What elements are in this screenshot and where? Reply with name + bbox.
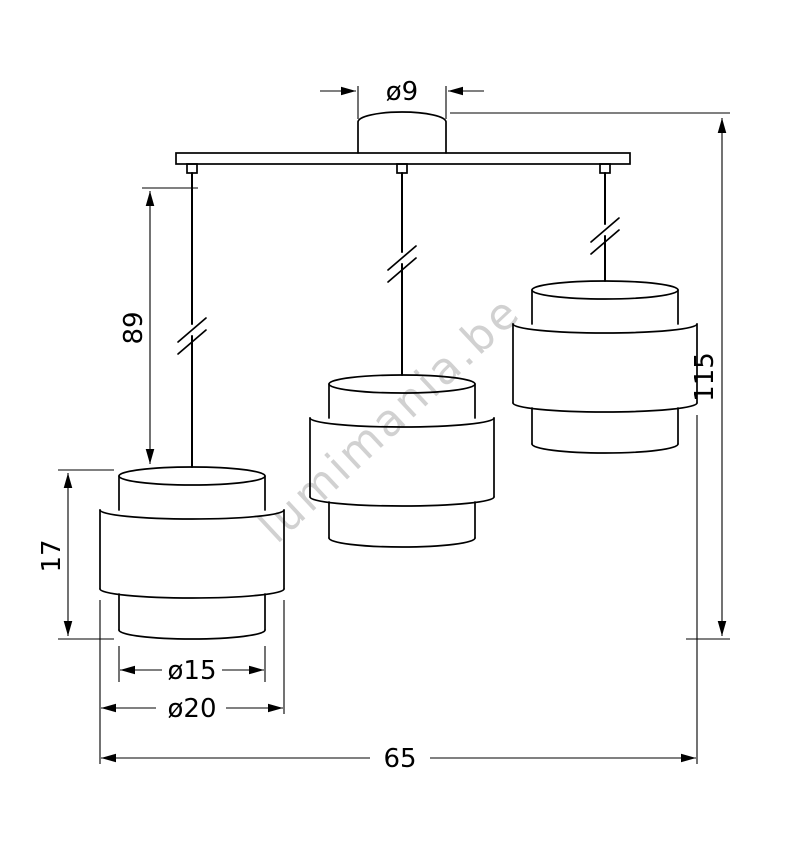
- dim-shade-outer-diameter: ø20: [99, 600, 285, 764]
- pendant-cord-left: [177, 172, 207, 468]
- pendant-cord-middle: [387, 172, 417, 376]
- pendant-cord-right: [590, 172, 620, 282]
- dim-label-cord-length: 89: [119, 311, 149, 344]
- dim-label-outer-diameter: ø20: [168, 694, 217, 724]
- ceiling-bar: [175, 152, 631, 165]
- cord-mount-middle: [396, 163, 408, 174]
- dim-total-height: 115: [450, 112, 730, 640]
- dimension-annotations: ø9 89 17 ø15 ø20: [37, 77, 730, 774]
- dim-label-shade-height: 17: [37, 539, 67, 572]
- cord-mount-right: [599, 163, 611, 174]
- dim-shade-inner-diameter: ø15: [118, 646, 266, 686]
- label-mask: [162, 653, 222, 685]
- dim-label-canopy-diameter: ø9: [386, 77, 418, 107]
- dim-total-width: 65: [101, 415, 698, 774]
- lampshade-left: [99, 466, 285, 640]
- cord-break-symbol-middle: [387, 245, 417, 283]
- dim-label-total-width: 65: [383, 744, 416, 774]
- label-mask: [156, 691, 226, 723]
- cord-break-symbol-right: [590, 217, 620, 255]
- dim-cord-length: 89: [119, 187, 198, 464]
- dim-canopy-diameter: ø9: [320, 77, 484, 119]
- cord-break-symbol-left: [177, 317, 207, 355]
- dim-label-inner-diameter: ø15: [168, 656, 217, 686]
- watermark-text: lumimania.be: [249, 286, 530, 553]
- cord-mount-left: [186, 163, 198, 174]
- dim-shade-height: 17: [37, 469, 114, 640]
- fixture: [99, 111, 698, 640]
- label-mask: [370, 741, 430, 773]
- ceiling-canopy: [357, 111, 447, 154]
- lampshade-right: [512, 280, 698, 454]
- dim-label-total-height: 115: [690, 352, 720, 402]
